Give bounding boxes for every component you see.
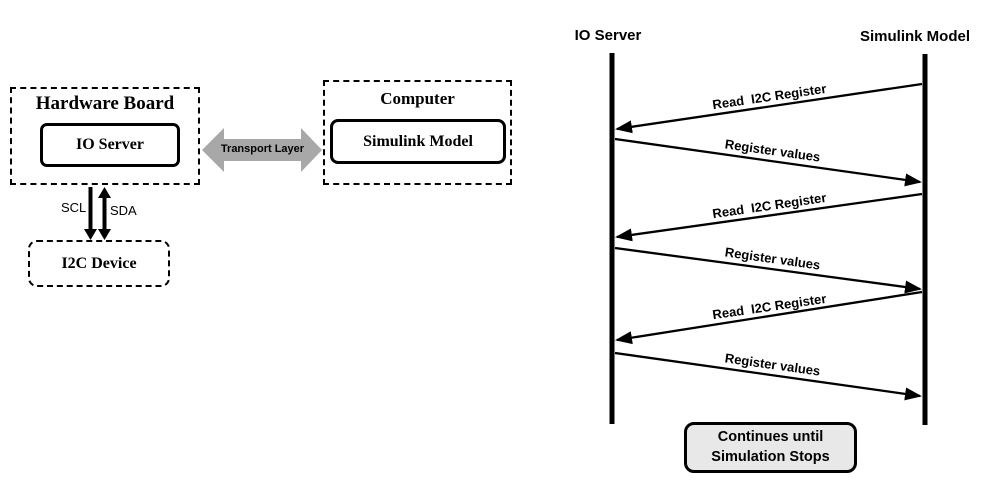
lifeline-io-server-header: IO Server	[574, 27, 642, 44]
io-server-label: IO Server	[76, 136, 144, 153]
io-server-box: IO Server	[40, 123, 180, 167]
i2c-device-box: I2C Device	[28, 240, 170, 287]
message-line-values-3	[614, 351, 922, 401]
transport-layer-arrow	[202, 128, 322, 172]
computer-box: Computer	[323, 80, 512, 185]
message-line-read-1	[615, 82, 923, 134]
transport-layer-label: Transport Layer	[220, 143, 305, 155]
note-line1: Continues until	[717, 429, 824, 446]
lifeline-simulink-model-header: Simulink Model	[859, 28, 970, 45]
sda-arrow	[98, 187, 111, 240]
sda-label: SDA	[110, 203, 137, 218]
message-line-values-1	[614, 137, 922, 187]
simulink-model-box: Simulink Model	[330, 119, 506, 164]
hardware-board-box: Hardware Board	[10, 87, 200, 185]
hardware-board-title: Hardware Board	[35, 93, 175, 114]
scl-label: SCL	[61, 200, 87, 215]
scl-arrow	[84, 187, 97, 240]
message-line-read-2	[615, 192, 923, 242]
i2c-device-label: I2C Device	[61, 254, 137, 272]
continues-note-box: Continues until Simulation Stops	[684, 422, 857, 473]
message-label-read-3: Read I2C Register	[711, 291, 827, 322]
message-line-values-2	[614, 246, 922, 294]
message-line-read-3	[615, 290, 923, 345]
simulink-model-label: Simulink Model	[363, 132, 473, 150]
note-line2: Simulation Stops	[711, 448, 830, 465]
computer-title: Computer	[380, 89, 455, 108]
